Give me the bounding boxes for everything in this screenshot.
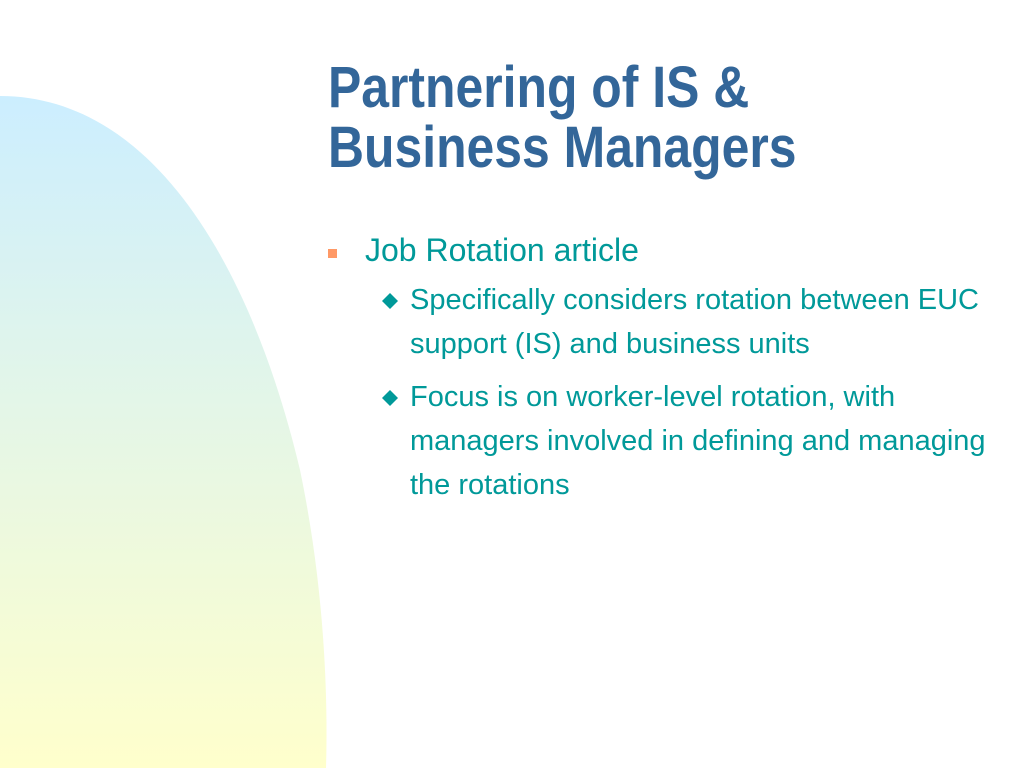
bullet-text: Job Rotation article (365, 232, 639, 268)
slide-title-line-1: Partnering of IS & (328, 55, 750, 120)
sub-bullet-text: Specifically considers rotation between … (410, 284, 979, 360)
sub-bullet-item: Specifically considers rotation between … (381, 278, 1010, 366)
sub-bullet-item: Focus is on worker-level rotation, with … (381, 375, 1010, 507)
bullet-item-level-1: Job Rotation article (328, 230, 1008, 278)
sub-bullet-text: Focus is on worker-level rotation, with … (410, 381, 986, 501)
slide-body: Job Rotation article Specifically consid… (328, 230, 1008, 516)
square-bullet-icon (328, 249, 337, 258)
slide-title: Partnering of IS & Business Managers (328, 58, 913, 178)
diamond-bullet-icon (382, 293, 398, 309)
slide-title-line-2: Business Managers (328, 115, 797, 180)
diamond-bullet-icon (382, 390, 398, 406)
